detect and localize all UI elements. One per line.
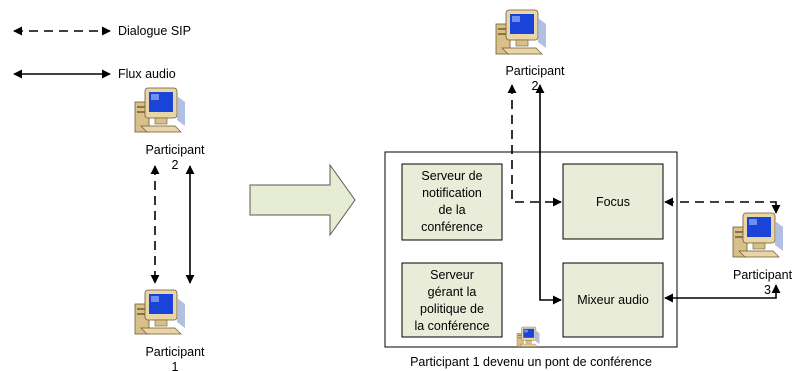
participant-right-side-number: 3 — [764, 283, 771, 297]
participant-left-bottom-name: Participant — [145, 345, 205, 359]
policy-server-line3: politique de — [420, 302, 484, 316]
notification-server-line4: conférence — [421, 220, 483, 234]
participant-left-bottom-number: 1 — [172, 360, 179, 371]
sip-dialogue-arrow-p2-focus — [507, 84, 562, 207]
legend-dashed-label: Dialogue SIP — [118, 24, 191, 38]
audio-flow-arrow-p2-mixer — [535, 84, 562, 305]
caption: Participant 1 devenu un pont de conféren… — [410, 355, 652, 369]
computer-icon — [134, 87, 186, 133]
participant-left-top-name: Participant — [145, 143, 205, 157]
policy-server-box — [401, 262, 503, 338]
policy-server-line1: Serveur — [430, 268, 474, 282]
computer-icon — [495, 9, 547, 55]
policy-server-line4: la conférence — [414, 319, 489, 333]
notification-server-line1: Serveur de — [421, 169, 482, 183]
participant-right-top-name: Participant — [505, 64, 565, 78]
legend-solid-label: Flux audio — [118, 67, 176, 81]
policy-server-line2: gérant la — [428, 285, 477, 299]
computer-icon — [134, 289, 186, 335]
notification-server-line3: de la — [438, 203, 465, 217]
focus-label: Focus — [596, 195, 630, 209]
notification-server-line2: notification — [422, 186, 482, 200]
legend: Dialogue SIP Flux audio — [13, 24, 191, 81]
focus-box — [562, 163, 664, 240]
notification-server-box — [401, 163, 503, 241]
arrow-right-icon — [249, 163, 356, 237]
computer-icon — [732, 212, 784, 258]
participant-left-top-number: 2 — [172, 158, 179, 172]
audio-flow-arrow-mixer-p3 — [664, 284, 781, 303]
participant-right-side-name: Participant — [733, 268, 793, 282]
participant-right-top-number: 2 — [532, 79, 539, 93]
mixer-box — [562, 262, 664, 338]
sip-dialogue-arrow-focus-p3 — [664, 197, 781, 214]
mixer-label: Mixeur audio — [577, 293, 649, 307]
